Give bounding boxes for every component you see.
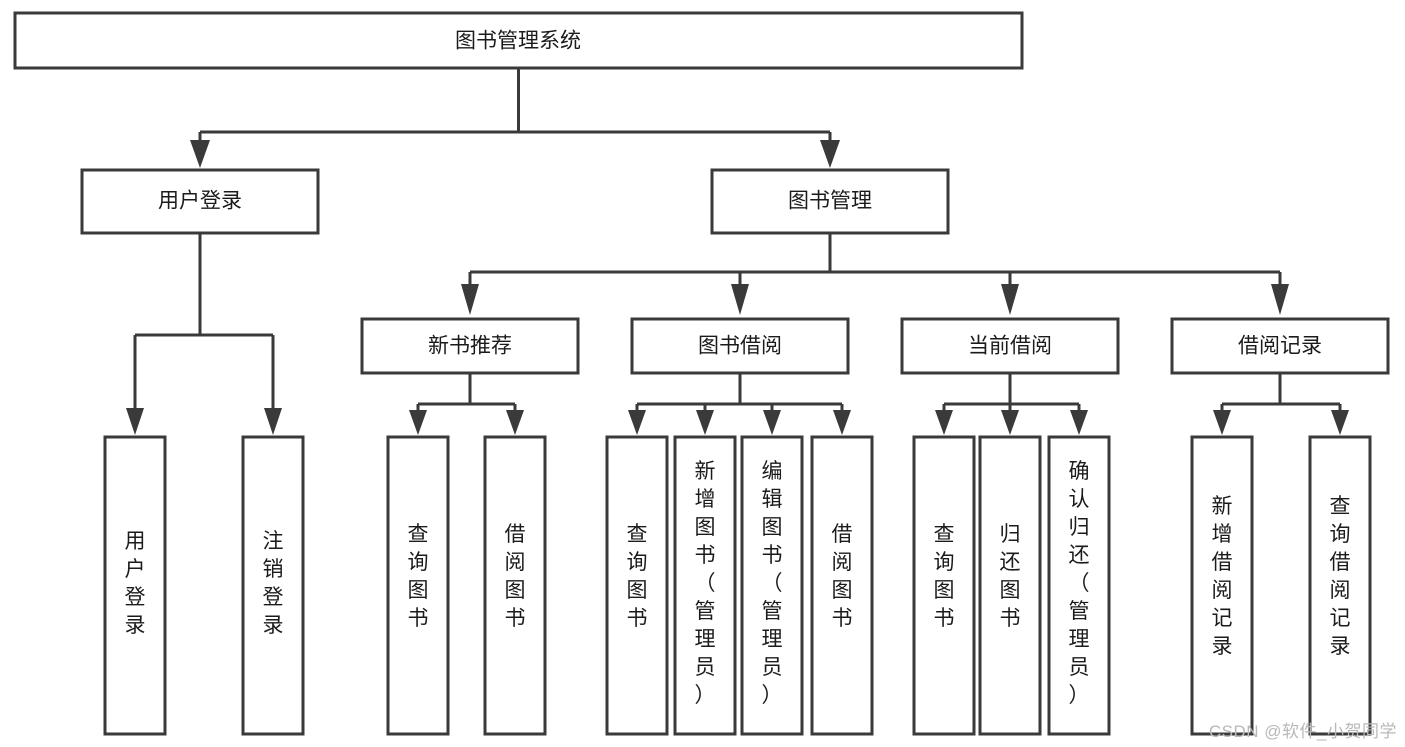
connector-group-new-book-rec [409,373,524,435]
arrow-head-leaf-user-login [126,408,144,435]
node-leaf-borrow-book-2[interactable]: 借阅图书 [810,435,874,736]
node-leaf-return-book-box[interactable] [978,435,1042,736]
node-borrow-record-box[interactable] [1170,317,1390,375]
node-leaf-edit-book[interactable]: 编辑图书（管理员） [740,435,804,736]
node-leaf-add-book-box[interactable] [673,435,737,736]
node-book-borrow[interactable]: 图书借阅 [630,317,850,375]
node-book-borrow-box[interactable] [630,317,850,375]
node-leaf-logout[interactable]: 注销登录 [241,435,305,736]
node-leaf-user-login-box[interactable] [103,435,167,736]
arrow-head-borrow-record [1271,284,1289,315]
node-leaf-query-book-1[interactable]: 查询图书 [386,435,450,736]
node-current-borrow[interactable]: 当前借阅 [900,317,1120,375]
node-leaf-logout-label: 注销登录 [263,530,284,637]
node-new-book-rec[interactable]: 新书推荐 [360,317,580,375]
arrow-head-book-mgmt [820,140,840,168]
node-root-box[interactable] [13,11,1024,70]
node-book-borrow-label: 图书借阅 [698,335,782,358]
node-root[interactable]: 图书管理系统 [13,11,1024,70]
node-leaf-add-book-label: 新增图书（管理员） [695,460,716,707]
connector-group-current-borrow [935,373,1088,435]
node-leaf-add-record-label: 新增借阅记录 [1212,495,1233,658]
node-leaf-borrow-book-2-label: 借阅图书 [832,523,853,630]
arrow-head-leaf-confirm-return [1070,410,1088,435]
arrow-head-leaf-logout [264,408,282,435]
node-leaf-edit-book-box[interactable] [740,435,804,736]
node-current-borrow-label: 当前借阅 [968,335,1052,358]
arrow-head-book-borrow [731,284,749,315]
node-leaf-query-record-label: 查询借阅记录 [1330,495,1351,658]
arrow-head-leaf-borrow-book-2 [833,410,851,435]
arrow-head-leaf-query-record [1331,410,1349,435]
node-leaf-confirm-return[interactable]: 确认归还（管理员） [1047,435,1111,736]
node-book-mgmt[interactable]: 图书管理 [710,168,950,235]
node-leaf-edit-book-label: 编辑图书（管理员） [762,460,783,707]
connector-group-root [190,68,840,168]
arrow-head-user-login [190,140,210,168]
node-leaf-return-book-label: 归还图书 [1000,523,1021,630]
node-leaf-add-record-box[interactable] [1190,435,1254,736]
arrow-head-leaf-borrow-book-1 [506,410,524,435]
node-leaf-query-record-box[interactable] [1308,435,1372,736]
arrow-head-leaf-add-book [696,410,714,435]
node-leaf-query-book-3-box[interactable] [912,435,976,736]
node-leaf-borrow-book-1[interactable]: 借阅图书 [483,435,547,736]
node-leaf-user-login-label: 用户登录 [125,530,146,637]
node-leaf-query-book-2[interactable]: 查询图书 [605,435,669,736]
connector-group-book-borrow [628,373,851,435]
node-root-label: 图书管理系统 [455,30,581,53]
arrow-head-leaf-query-book-1 [409,410,427,435]
arrow-head-leaf-query-book-2 [628,410,646,435]
node-leaf-query-book-2-label: 查询图书 [627,523,648,630]
node-leaf-add-book[interactable]: 新增图书（管理员） [673,435,737,736]
node-current-borrow-box[interactable] [900,317,1120,375]
connector-group-borrow-record [1213,373,1349,435]
node-user-login-label: 用户登录 [158,190,242,213]
connector-group-book-mgmt [461,233,1289,315]
node-leaf-query-record[interactable]: 查询借阅记录 [1308,435,1372,736]
node-leaf-query-book-2-box[interactable] [605,435,669,736]
node-leaf-add-record[interactable]: 新增借阅记录 [1190,435,1254,736]
arrow-head-new-book-rec [461,284,479,315]
node-borrow-record[interactable]: 借阅记录 [1170,317,1390,375]
node-leaf-borrow-book-2-box[interactable] [810,435,874,736]
node-borrow-record-label: 借阅记录 [1238,335,1322,358]
node-new-book-rec-box[interactable] [360,317,580,375]
arrow-head-leaf-return-book [1001,410,1019,435]
node-user-login-box[interactable] [80,168,320,235]
node-leaf-query-book-3-label: 查询图书 [934,523,955,630]
arrow-head-current-borrow [1001,284,1019,315]
node-leaf-query-book-1-box[interactable] [386,435,450,736]
node-leaf-return-book[interactable]: 归还图书 [978,435,1042,736]
node-leaf-confirm-return-box[interactable] [1047,435,1111,736]
node-leaf-borrow-book-1-box[interactable] [483,435,547,736]
node-new-book-rec-label: 新书推荐 [428,335,512,358]
node-book-mgmt-box[interactable] [710,168,950,235]
node-leaf-query-book-3[interactable]: 查询图书 [912,435,976,736]
arrow-head-leaf-add-record [1213,410,1231,435]
node-user-login[interactable]: 用户登录 [80,168,320,235]
node-leaf-borrow-book-1-label: 借阅图书 [505,523,526,630]
node-leaf-confirm-return-label: 确认归还（管理员） [1069,460,1090,707]
arrow-head-leaf-query-book-3 [935,410,953,435]
node-leaf-user-login[interactable]: 用户登录 [103,435,167,736]
node-book-mgmt-label: 图书管理 [788,190,872,213]
arrow-head-leaf-edit-book [763,410,781,435]
node-leaf-query-book-1-label: 查询图书 [408,523,429,630]
connector-group-user-login [126,233,282,435]
node-leaf-logout-box[interactable] [241,435,305,736]
